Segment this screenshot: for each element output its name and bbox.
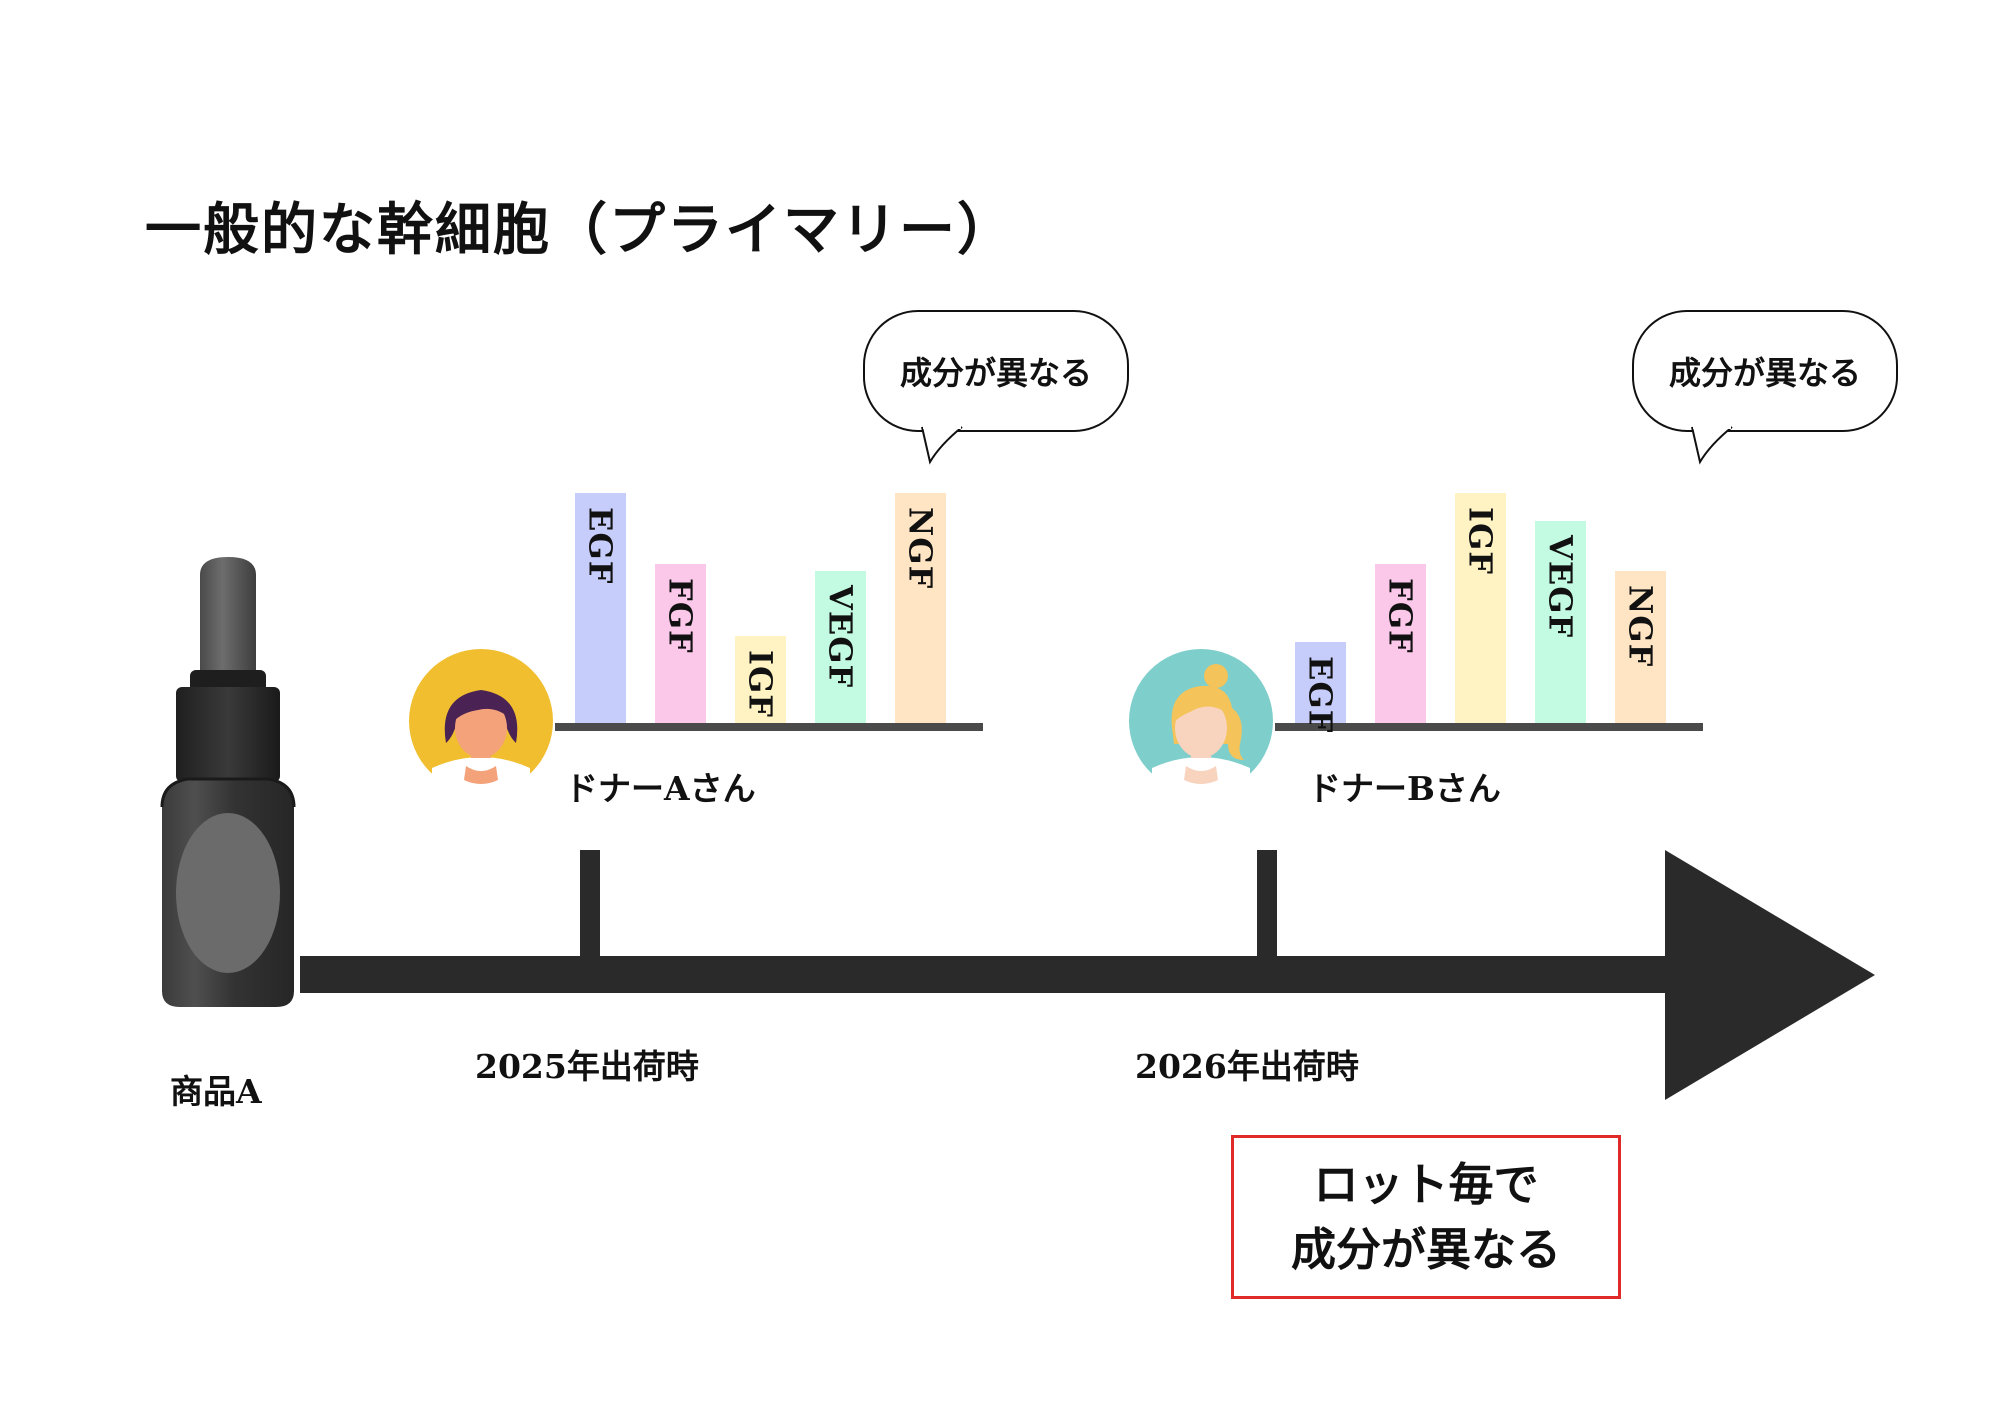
donor-b-bar-label: FGF — [1381, 578, 1420, 654]
donor-b-speech-bubble: 成分が異なる — [1632, 310, 1898, 432]
donor-b-bar-label: NGF — [1621, 585, 1660, 668]
donor-a-speech-bubble: 成分が異なる — [863, 310, 1129, 432]
donor-a-bar-label: FGF — [661, 578, 700, 654]
donor-b-baseline — [1275, 723, 1703, 731]
donor-b-bubble-tail — [1691, 425, 1733, 465]
donor-b-bar-igf: IGF — [1455, 493, 1506, 723]
note-line-2: 成分が異なる — [1290, 1223, 1561, 1276]
donor-a-bar-vegf: VEGF — [815, 571, 866, 723]
donor-a-bar-egf: EGF — [575, 493, 626, 723]
donor-b-avatar — [1129, 649, 1273, 794]
timeline-shaft — [300, 956, 1680, 993]
timeline-tick-2025 — [580, 850, 600, 980]
note-line-1: ロット毎で — [1313, 1157, 1539, 1211]
donor-b-bar-ngf: NGF — [1615, 571, 1666, 723]
donor-a-bar-label: EGF — [581, 507, 620, 585]
donor-a-name: ドナーAさん — [565, 769, 756, 808]
donor-a-bubble-tail — [921, 425, 963, 465]
donor-a-bar-label: NGF — [901, 507, 940, 590]
donor-a-bar-label: VEGF — [821, 585, 860, 689]
lot-variation-note: ロット毎で 成分が異なる — [1231, 1135, 1621, 1299]
donor-a-bar-fgf: FGF — [655, 564, 706, 723]
donor-b-bar-egf: EGF — [1295, 642, 1346, 733]
donor-a-baseline — [555, 723, 983, 731]
donor-a-avatar — [409, 649, 553, 794]
donor-b-bar-fgf: FGF — [1375, 564, 1426, 723]
donor-b-bubble-text: 成分が異なる — [1668, 354, 1861, 392]
donor-a-bar-label: IGF — [741, 650, 780, 719]
donor-b-bar-label: EGF — [1301, 656, 1340, 734]
donor-a-bar-igf: IGF — [735, 636, 786, 723]
page-title: 一般的な幹細胞（プライマリー） — [145, 197, 1015, 263]
product-label: 商品A — [170, 1072, 262, 1111]
timeline-arrowhead — [1665, 850, 1875, 1100]
donor-b-bar-label: IGF — [1461, 507, 1500, 576]
timeline-tick-2026 — [1257, 850, 1277, 980]
donor-b-bar-vegf: VEGF — [1535, 521, 1586, 723]
tick-label-2025: 2025年出荷時 — [475, 1047, 699, 1086]
tick-label-2026: 2026年出荷時 — [1135, 1047, 1359, 1086]
serum-bottle-icon — [160, 557, 296, 1007]
donor-b-bar-label: VEGF — [1541, 535, 1580, 639]
donor-a-bar-ngf: NGF — [895, 493, 946, 723]
donor-a-bubble-text: 成分が異なる — [899, 354, 1092, 392]
donor-b-name: ドナーBさん — [1308, 769, 1501, 808]
